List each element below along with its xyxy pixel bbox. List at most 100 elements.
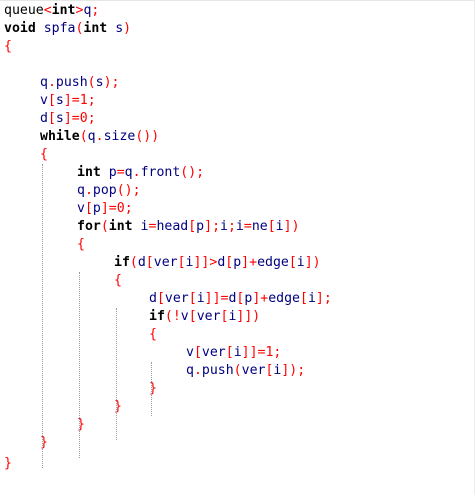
code-token: ]+: [241, 255, 258, 270]
code-token: int: [77, 165, 101, 180]
code-token: ver: [153, 255, 178, 270]
code-token: [: [84, 201, 93, 216]
code-line: if(d[ver[i]]>d[p]+edge[i]): [114, 254, 321, 272]
code-line: void spfa(int s): [4, 20, 131, 38]
code-line: {: [40, 146, 48, 164]
code-token: queue: [4, 3, 44, 18]
editor-top-border: [0, 0, 475, 1]
code-token: ();: [116, 183, 141, 198]
code-token: }: [149, 381, 157, 396]
code-token: i: [307, 291, 316, 306]
code-line: }: [114, 398, 122, 416]
code-token: p: [196, 219, 205, 234]
code-token: p: [233, 255, 242, 270]
code-token: q: [124, 165, 133, 180]
code-token: ]): [304, 255, 321, 270]
code-line: v[s]=1;: [40, 92, 96, 110]
code-token: i: [275, 219, 284, 234]
code-token: [: [265, 363, 274, 378]
code-token: }: [40, 435, 48, 450]
code-token: edge: [257, 255, 289, 270]
code-token: .: [193, 363, 202, 378]
code-line: d[ver[i]]=d[p]+edge[i];: [149, 290, 332, 308]
code-token: >: [75, 3, 84, 18]
code-token: [: [225, 255, 234, 270]
code-token: d: [149, 291, 157, 306]
code-token: [: [177, 255, 186, 270]
code-token: edge: [268, 291, 300, 306]
code-token: i: [273, 363, 282, 378]
code-line: {: [114, 272, 122, 290]
code-token: [: [288, 255, 297, 270]
code-token: ;: [273, 345, 282, 360]
code-token: [: [47, 93, 56, 108]
code-line: {: [4, 38, 12, 56]
code-token: [: [188, 219, 197, 234]
code-token: pop: [92, 183, 117, 198]
code-token: }: [114, 399, 122, 414]
code-token: i: [228, 309, 237, 324]
code-line: v[p]=0;: [77, 200, 133, 218]
code-token: {: [40, 147, 48, 162]
code-token: q: [186, 363, 194, 378]
code-token: ver: [196, 309, 221, 324]
code-token: front: [140, 165, 181, 180]
indent-guide: [151, 362, 152, 416]
code-token: ne: [251, 219, 268, 234]
code-token: [: [220, 309, 229, 324]
code-token: head: [156, 219, 189, 234]
code-token: i: [196, 291, 205, 306]
code-token: [: [47, 111, 56, 126]
indent-guide: [116, 308, 117, 440]
code-token: =: [116, 165, 125, 180]
code-line: while(q.size()): [40, 128, 159, 146]
code-token: .: [132, 165, 141, 180]
code-token: {: [4, 39, 12, 54]
code-token: int: [51, 3, 76, 18]
code-token: {: [149, 327, 157, 342]
code-token: for: [77, 219, 101, 234]
code-token: d: [228, 291, 237, 306]
indent-guide: [42, 164, 43, 468]
code-token: ();: [180, 165, 205, 180]
code-token: ]]=: [204, 291, 229, 306]
code-token: while: [40, 129, 80, 144]
code-token: ()): [135, 129, 160, 144]
code-token: }: [4, 456, 12, 471]
code-token: 1: [265, 345, 274, 360]
code-token: [: [225, 345, 234, 360]
code-token: ): [123, 21, 132, 36]
code-token: ]): [283, 219, 300, 234]
code-line: }: [40, 434, 48, 452]
code-token: ];: [315, 291, 332, 306]
code-token: d: [217, 255, 226, 270]
code-token: if: [149, 309, 165, 324]
code-token: int: [83, 21, 108, 36]
code-token: ;: [91, 3, 100, 18]
code-token: i: [235, 219, 244, 234]
code-token: q: [77, 183, 85, 198]
code-token: <: [43, 3, 52, 18]
code-token: 1: [79, 93, 88, 108]
code-token: ]=: [63, 111, 80, 126]
code-line: for(int i=head[p];i;i=ne[i]): [77, 218, 300, 236]
code-token: =: [243, 219, 252, 234]
code-token: q: [87, 129, 96, 144]
code-token: (: [75, 21, 84, 36]
code-token: ;: [227, 219, 236, 234]
indent-guide: [79, 272, 80, 458]
code-token: (: [79, 129, 88, 144]
code-line: }: [4, 455, 12, 473]
code-token: {: [77, 237, 85, 252]
code-token: ]+: [252, 291, 269, 306]
code-token: );: [103, 75, 120, 90]
code-token: =: [148, 219, 157, 234]
code-line: {: [149, 326, 157, 344]
code-token: ;: [87, 93, 96, 108]
code-token: d: [40, 111, 48, 126]
code-token: p: [100, 165, 117, 180]
code-token: s: [107, 21, 124, 36]
code-token: }: [77, 417, 85, 432]
code-line: v[ver[i]]=1;: [186, 344, 281, 362]
